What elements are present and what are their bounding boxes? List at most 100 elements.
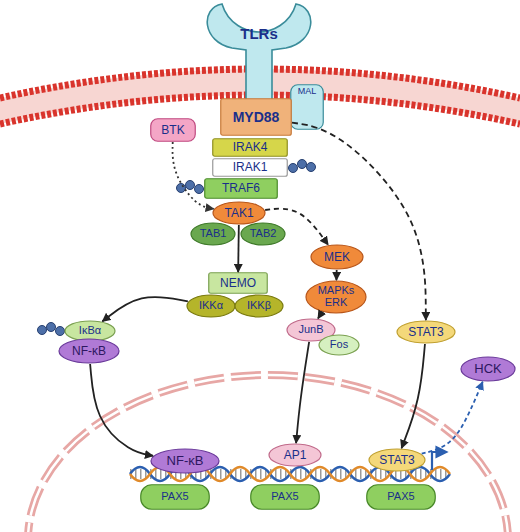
oval-shape xyxy=(319,335,359,355)
dna-binding-box: PAX5 xyxy=(250,484,320,510)
oval-shape xyxy=(187,295,235,317)
oval-shape xyxy=(235,295,283,317)
kinase-oval: TAK1 xyxy=(212,201,266,225)
target-gene-oval: HCK xyxy=(460,356,516,382)
nucleus-envelope xyxy=(28,375,508,532)
node-label: MAL xyxy=(298,87,317,96)
node-label: IκBα xyxy=(79,325,101,337)
node-label: BTK xyxy=(161,124,184,137)
node-label: IRAK4 xyxy=(233,141,268,154)
oval-shape xyxy=(269,444,321,466)
signal-arrow xyxy=(102,297,187,321)
transcription-factor-oval: STAT3 xyxy=(368,448,426,472)
node-label: PAX5 xyxy=(387,491,414,503)
node-label: Fos xyxy=(330,339,348,351)
adaptor-box: MAL xyxy=(290,84,324,130)
phosphate-groups xyxy=(38,160,316,336)
signal-arrow xyxy=(422,382,483,454)
transcription-factor-oval: NF-κB xyxy=(150,448,220,474)
oval-shape xyxy=(151,449,219,473)
phosphate-bead xyxy=(177,184,186,193)
node-label: STAT3 xyxy=(379,454,415,467)
transcription-factor-oval: Fos xyxy=(318,334,360,356)
node-label: IKKβ xyxy=(247,300,271,312)
node-label: TAB1 xyxy=(200,228,227,240)
signal-arrow xyxy=(265,209,328,245)
phosphate-bead xyxy=(195,185,204,194)
oval-shape xyxy=(65,321,115,341)
kinase-box: IRAK1 xyxy=(212,158,288,177)
node-label: PAX5 xyxy=(271,491,298,503)
node-label: STAT3 xyxy=(408,326,444,339)
oval-shape xyxy=(191,223,235,245)
oval-shape xyxy=(306,281,366,313)
signal-arrow xyxy=(296,342,309,443)
protein-box: NEMO xyxy=(208,272,268,294)
transcription-factor-oval: AP1 xyxy=(268,443,322,467)
nuclear-membrane-gap xyxy=(28,375,508,532)
box-shape xyxy=(141,485,210,510)
signal-arrow xyxy=(237,225,239,272)
ligase-box: TRAF6 xyxy=(204,178,278,199)
box-shape xyxy=(151,119,196,142)
box-shape xyxy=(213,139,288,157)
adaptor-box: MYD88 xyxy=(220,98,292,136)
kinase-oval: IKKα xyxy=(186,294,236,318)
node-label: TAK1 xyxy=(224,207,253,220)
box-shape xyxy=(205,179,278,199)
protein-oval: TAB2 xyxy=(240,222,286,246)
node-label: JunB xyxy=(298,324,323,336)
node-label: MAPKs ERK xyxy=(316,285,356,308)
node-label: TLRs xyxy=(240,26,278,42)
protein-oval: TAB1 xyxy=(190,222,236,246)
transcription-start-arrow xyxy=(432,452,446,470)
oval-shape xyxy=(461,357,515,381)
nuclear-membrane xyxy=(28,375,508,532)
box-shape xyxy=(251,485,320,510)
node-label: HCK xyxy=(474,362,501,376)
kinase-oval: MAPKs ERK xyxy=(305,280,367,314)
box-shape xyxy=(209,273,268,294)
node-label: TRAF6 xyxy=(222,182,260,195)
signal-arrow xyxy=(292,123,426,320)
signal-arrow xyxy=(173,142,214,209)
node-label: AP1 xyxy=(284,449,307,462)
signal-arrow xyxy=(90,364,153,456)
node-label: IRAK1 xyxy=(233,161,268,174)
oval-shape xyxy=(397,321,455,343)
box-shape xyxy=(367,485,436,510)
phosphate-bead xyxy=(289,164,298,173)
node-label: IKKα xyxy=(199,300,223,312)
box-shape xyxy=(213,159,288,177)
signal-arrow xyxy=(318,312,322,318)
oval-shape xyxy=(59,339,119,363)
node-label: TAB2 xyxy=(250,228,277,240)
kinase-box: BTK xyxy=(150,118,196,142)
phosphate-bead xyxy=(307,163,316,172)
oval-shape xyxy=(241,223,285,245)
signal-arrow xyxy=(402,344,425,448)
phosphate-bead xyxy=(186,181,195,190)
kinase-box: IRAK4 xyxy=(212,138,288,157)
node-label: PAX5 xyxy=(161,491,188,503)
transcription-factor-oval: STAT3 xyxy=(396,320,456,344)
oval-shape xyxy=(311,245,363,269)
dna-binding-box: PAX5 xyxy=(140,484,210,510)
box-shape xyxy=(221,99,292,136)
oval-shape xyxy=(213,202,265,224)
phosphate-bead xyxy=(47,323,56,332)
signal-arrow xyxy=(336,270,338,280)
box-shape xyxy=(291,85,324,130)
kinase-oval: IKKβ xyxy=(234,294,284,318)
dna-binding-box: PAX5 xyxy=(366,484,436,510)
node-label: MEK xyxy=(324,251,350,264)
phosphate-bead xyxy=(56,327,65,336)
phosphate-bead xyxy=(38,326,47,335)
kinase-oval: MEK xyxy=(310,244,364,270)
phosphate-bead xyxy=(298,160,307,169)
node-label: NEMO xyxy=(220,277,256,290)
transcription-factor-oval: NF-κB xyxy=(58,338,120,364)
node-label: NF-κB xyxy=(167,454,204,468)
